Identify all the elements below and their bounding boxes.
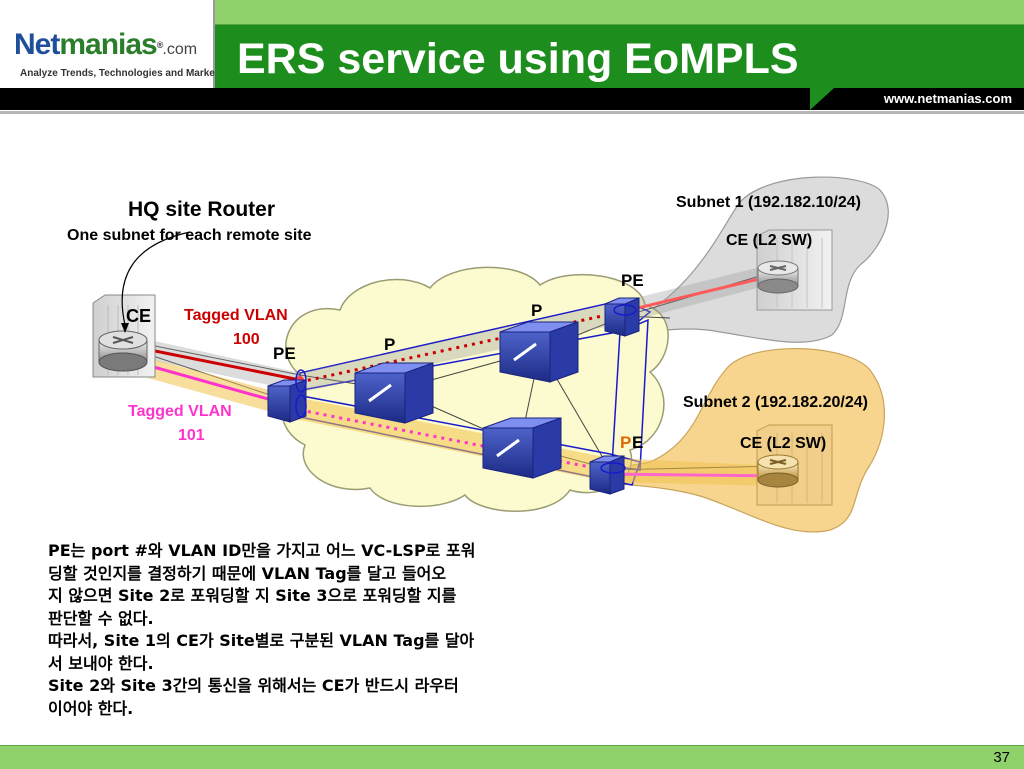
vlan101-ribbon: [148, 358, 780, 486]
hq-pointer-arrow: [121, 231, 191, 326]
slide-title: ERS service using EoMPLS: [237, 35, 799, 83]
vlan101-site-line: [604, 472, 781, 478]
vlan101-label-line2: 101: [178, 427, 205, 444]
explanation-line: 판단할 수 없다.: [48, 608, 154, 628]
site2-ce-label: CE (L2 SW): [740, 435, 827, 452]
p-right-label: P: [531, 301, 543, 320]
pe-bottom-right-router-icon: [589, 455, 625, 495]
explanation-line: 이어야 한다.: [48, 698, 134, 718]
pe-left-router-icon: [267, 379, 307, 423]
website-url: www.netmanias.com: [883, 91, 1012, 106]
page-number: 37: [993, 749, 1010, 766]
hq-router-icon: [98, 330, 148, 372]
tunnel-ends: [295, 304, 637, 474]
pe-left-label: PE: [273, 344, 296, 363]
logo-tagline: Analyze Trends, Technologies and Market: [20, 68, 219, 79]
vlan101-label-line1: Tagged VLAN: [128, 403, 232, 420]
p-left-router-icon: [354, 362, 434, 424]
site1-ce-label: CE (L2 SW): [726, 232, 813, 249]
p-right-router-icon: [499, 321, 579, 383]
title-band: ERS service using EoMPLS: [215, 0, 1024, 103]
footer-bar: 37: [0, 745, 1024, 769]
vlan100-label-line1: Tagged VLAN: [184, 307, 288, 324]
p-left-label: P: [384, 335, 396, 354]
netmanias-logo: Netmanias®.com Analyze Trends, Technolog…: [14, 28, 218, 86]
vlan100-line: [149, 348, 301, 382]
vlan100-site-line: [624, 272, 781, 313]
explanation-text: PE는 port #와 VLAN ID만을 가지고 어느 VC-LSP로 포워 …: [48, 540, 558, 720]
hq-pointer-arrowhead: [121, 323, 129, 333]
explanation-line: 딩할 것인지를 결정하기 때문에 VLAN Tag를 달고 들어오: [48, 563, 447, 583]
hq-subtitle: One subnet for each remote site: [67, 227, 312, 244]
explanation-line: Site 2와 Site 3간의 통신을 위해서는 CE가 반드시 라우터: [48, 676, 459, 695]
pe-bottom-right-label-p: P: [620, 433, 632, 452]
explanation-line: 따라서, Site 1의 CE가 Site별로 구분된 VLAN Tag를 달아: [48, 631, 475, 650]
subnet1-label: Subnet 1 (192.182.10/24): [676, 194, 861, 211]
explanation-line: 지 않으면 Site 2로 포워딩할 지 Site 3으로 포워딩할 지를: [48, 586, 457, 605]
logo-wordmark: Netmanias®.com: [14, 28, 198, 61]
pe-bottom-right-label-e: E: [632, 433, 644, 452]
explanation-line: 서 보내야 한다.: [48, 653, 154, 673]
pe-top-right-router-icon: [604, 297, 640, 337]
site1-ce-router-icon: [757, 260, 799, 294]
url-bar: [0, 88, 1024, 110]
hq-ce-label: CE: [126, 306, 152, 326]
p-bottom-router-icon: [482, 417, 562, 479]
site2-ce-router-icon: [757, 454, 799, 488]
header-divider: [0, 111, 1024, 114]
pe-top-right-label: PE: [621, 271, 644, 290]
explanation-line: PE는 port #와 VLAN ID만을 가지고 어느 VC-LSP로 포워: [48, 541, 476, 560]
hq-title: HQ site Router: [128, 198, 276, 221]
logo-area: Netmanias®.com Analyze Trends, Technolog…: [0, 0, 218, 103]
subnet2-label: Subnet 2 (192.182.20/24): [683, 394, 868, 411]
vlan100-label-line2: 100: [233, 331, 260, 348]
